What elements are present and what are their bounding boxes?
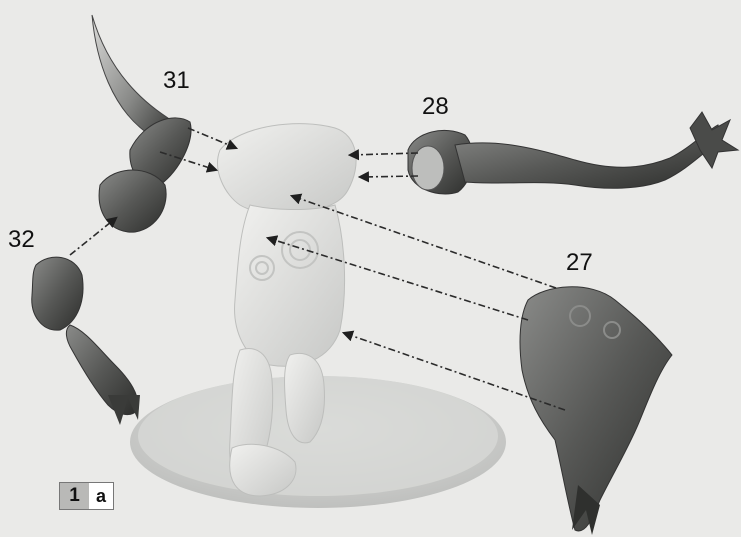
part-32-lower bbox=[66, 325, 138, 415]
part-32-claw bbox=[108, 395, 140, 425]
part-32 bbox=[32, 257, 140, 425]
part-label-31: 31 bbox=[163, 69, 190, 93]
part-27 bbox=[520, 287, 672, 535]
part-label-32: 32 bbox=[8, 228, 35, 252]
step-letter: a bbox=[89, 483, 113, 509]
part-28 bbox=[408, 112, 738, 194]
step-number: 1 bbox=[60, 483, 89, 509]
part-28-hand bbox=[690, 112, 738, 168]
part-31-horn bbox=[92, 15, 169, 136]
step-badge: 1 a bbox=[59, 482, 114, 510]
part-28-arm bbox=[455, 125, 722, 188]
part-32-upper bbox=[32, 257, 83, 330]
part-31 bbox=[92, 15, 191, 232]
part-label-27: 27 bbox=[566, 251, 593, 275]
arrow-32 bbox=[70, 218, 116, 255]
arrow-28-lower bbox=[360, 176, 418, 177]
part-27-body bbox=[520, 287, 672, 531]
part-label-28: 28 bbox=[422, 95, 449, 119]
